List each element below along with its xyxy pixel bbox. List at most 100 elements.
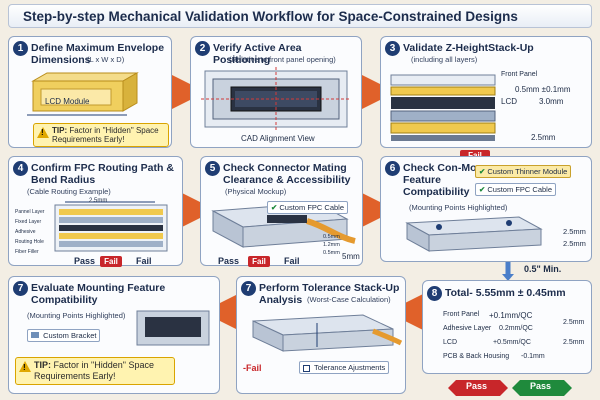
fail-badge: Fail (100, 256, 122, 267)
step-number: 3 (385, 41, 400, 56)
option-label: Custom Thinner Module (487, 167, 568, 176)
adjust-icon (303, 364, 310, 372)
check-icon: ✔ (271, 203, 278, 212)
step-title: Check Connector Mating Clearance & Acces… (223, 162, 351, 186)
pass-label: Pass (74, 256, 96, 266)
step-caption: CAD Alignment View (241, 134, 315, 143)
step-number: 4 (13, 161, 28, 176)
step-number: 8 (427, 286, 442, 301)
dimension-label: 1.2mm (323, 242, 340, 248)
fail-note: -Fail (243, 363, 262, 373)
step-8-card: 8 Total- 5.55mm ± 0.45mm Front Panel +0.… (422, 280, 592, 374)
step-number: 1 (13, 41, 28, 56)
row-value: +0.5mm/QC (493, 339, 531, 346)
fail-label: Fail (284, 256, 300, 266)
step-7-mounting-card: 7 Evaluate Mounting Feature Compatibilit… (8, 276, 220, 394)
step-title: Total- 5.55mm ± 0.45mm (445, 287, 566, 299)
step-subtitle: (Physical Mockup) (225, 187, 287, 196)
dimension-label: 0.5mm (323, 234, 340, 240)
drawing-label: Adhesive (15, 229, 36, 235)
custom-fpc-cable-tag: ✔ Custom FPC Cable (267, 201, 348, 214)
dimension-label: 2.5mm (563, 227, 586, 236)
warning-icon (19, 361, 31, 373)
dimension-label: 3.0mm (539, 97, 564, 106)
step-title: Check Con-Mong Feature Compatibility (403, 162, 490, 198)
dimension-label: 2.5mm (531, 133, 556, 142)
drawing-label: Routing Hole (15, 239, 44, 245)
step-5-card: 5 Check Connector Mating Clearance & Acc… (200, 156, 363, 266)
tolerance-illustration (252, 314, 403, 352)
tip-text: Factor in "Hidden" Space Requirements Ea… (52, 126, 159, 144)
lcd-module-label: LCD Module (45, 97, 90, 106)
bracket-illustration (136, 310, 210, 346)
pass-indicators (448, 380, 572, 396)
front-panel-label: Front Panel (501, 71, 538, 78)
drawing-label: 2.5mm (89, 198, 108, 204)
row-name: LCD (443, 339, 458, 346)
row-value: 0.2mm/QC (499, 325, 533, 332)
step-subtitle: (Mounting Points Highlighted) (409, 203, 508, 212)
dimension-label: 2.5mm (563, 239, 586, 248)
gap-label: 5mm (342, 252, 360, 261)
option-custom-fpc-cable: ✔ Custom FPC Cable (475, 183, 556, 196)
drawing-label: Fiber Filler (15, 249, 39, 255)
tip-box-1: TIP: Factor in "Hidden" Space Requiremen… (33, 123, 169, 147)
tag-label: Custom Bracket (43, 331, 97, 340)
step-6-card: 6 Check Con-Mong Feature Compatibility (… (380, 156, 592, 262)
step-subtitle: (Worst-Case Calculation) (307, 295, 391, 304)
custom-bracket-tag: Custom Bracket (27, 329, 101, 342)
drawing-label: Fixed Layer (15, 219, 42, 225)
step-subtitle: (including all layers) (411, 55, 478, 64)
step-7-tolerance-card: 7 Perform Tolerance Stack-Up Analysis (W… (236, 276, 406, 394)
tag-label: Custom FPC Cable (279, 203, 344, 212)
pass-label: Pass (218, 256, 240, 266)
step-number: 7 (13, 281, 28, 296)
step-title: Perform Tolerance Stack-Up Analysis (259, 282, 400, 306)
row-value: -0.1mm (521, 353, 545, 360)
row-name: Adhesive Layer (443, 325, 492, 332)
row-name: Front Panel (443, 311, 480, 318)
step-number: 2 (195, 41, 210, 56)
pass-badge-green: Pass (530, 381, 552, 391)
step-4-card: 4 Confirm FPC Routing Path & Bend Radius… (8, 156, 183, 266)
cad-alignment-illustration (201, 67, 351, 131)
step-title: Verify Active Area Positioning (213, 42, 302, 66)
step-1-card: 1 Define Maximum Envelope Dimensions (L … (8, 36, 172, 148)
fpc-routing-drawing (54, 201, 168, 252)
step-title: Define Maximum Envelope Dimensions (31, 42, 165, 66)
step-subtitle: (Relative to front panel opening) (229, 55, 336, 64)
drawing-label: Pannel Layer (15, 209, 45, 215)
page-title: Step-by-step Mechanical Validation Workf… (23, 9, 518, 24)
check-icon: ✔ (479, 185, 486, 194)
side-dimension: 2.5mm (563, 339, 585, 346)
mounting-illustration (405, 216, 543, 252)
warning-icon (37, 127, 49, 138)
step-title: Validate Z-HeightStack-Up (403, 42, 534, 54)
step-subtitle: (L x W x D) (87, 55, 125, 64)
fail-badge: Fail (460, 150, 490, 161)
step-number: 6 (385, 161, 400, 176)
check-icon: ✔ (479, 167, 486, 176)
step-subtitle: (Cable Routing Example) (27, 187, 111, 196)
lcd-label: LCD (501, 97, 518, 106)
step-title: Evaluate Mounting Feature Compatibility (31, 282, 166, 306)
row-name: PCB & Back Housing (443, 353, 510, 360)
step-number: 7 (241, 281, 256, 296)
row-value: +0.1mm/QC (489, 311, 533, 320)
tip-label: TIP: (34, 360, 51, 370)
side-dimension: 2.5mm (563, 319, 585, 326)
title-bar: Step-by-step Mechanical Validation Workf… (8, 4, 592, 28)
tip-text: Factor in "Hidden" Space Requirements Ea… (34, 360, 154, 381)
fail-label: Fail (136, 256, 152, 266)
fail-badge: Fail (248, 256, 270, 267)
bracket-icon (31, 332, 39, 338)
minimum-label: 0.5" Min. (524, 264, 562, 274)
tolerance-adjustments-tag: Tolerance Ajustments (299, 361, 390, 374)
step-title: Confirm FPC Routing Path & Bend Radius (31, 162, 174, 186)
step-number: 5 (205, 161, 220, 176)
option-custom-thinner-module: ✔ Custom Thinner Module (475, 165, 572, 178)
tip-label: TIP: (52, 126, 68, 135)
tag-label: Tolerance Ajustments (313, 363, 386, 372)
lcd-module-illustration (27, 72, 139, 116)
